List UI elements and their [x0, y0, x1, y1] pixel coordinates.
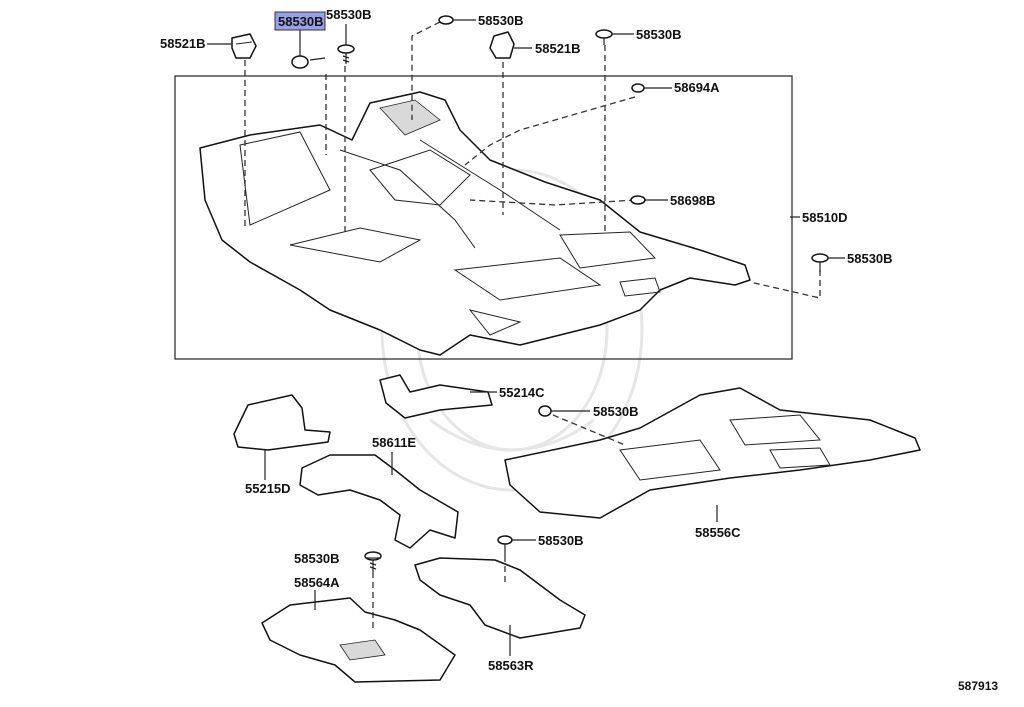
screw-58530B-center	[538, 405, 552, 417]
label-58510D: 58510D	[802, 210, 848, 225]
label-58530B-bottom-left: 58530B	[294, 551, 340, 566]
label-58530B-top: 58530B	[326, 7, 372, 22]
label-55215D: 55215D	[245, 481, 291, 496]
label-58521B-mid: 58521B	[535, 41, 581, 56]
part-58563R	[414, 557, 586, 639]
label-58611E: 58611E	[372, 435, 416, 450]
screw-58530B-top	[337, 44, 355, 64]
part-labels: 58530B 58530B 58521B 58530B 58521B 58530…	[160, 7, 998, 693]
label-55214C: 55214C	[499, 385, 545, 400]
label-58530B-center: 58530B	[593, 404, 639, 419]
clip-58530B-highlight	[291, 55, 309, 69]
part-58564A	[261, 597, 456, 683]
floor-carpet-assembly	[199, 91, 751, 356]
screw-58530B-bottom-left	[364, 551, 382, 572]
label-58530B-right: 58530B	[847, 251, 893, 266]
part-58611E	[299, 454, 459, 549]
label-58563R: 58563R	[488, 658, 534, 673]
part-58556C	[504, 387, 921, 519]
main-leaders	[244, 21, 821, 299]
label-58530B-top-right: 58530B	[636, 27, 682, 42]
screw-58530B-top-mid	[438, 15, 454, 25]
label-58698B: 58698B	[670, 193, 716, 208]
clip-58521B-left	[231, 33, 257, 59]
clip-58521B-mid	[489, 31, 515, 59]
grommet-58694A	[631, 83, 645, 93]
label-58530B-highlight: 58530B	[278, 14, 324, 29]
label-58521B-left: 58521B	[160, 36, 206, 51]
part-55215D	[233, 394, 331, 451]
screw-58530B-top-right	[595, 29, 613, 45]
label-58556C: 58556C	[695, 525, 741, 540]
highlight-box	[274, 11, 326, 31]
screw-58530B-bottom-mid	[497, 535, 513, 556]
screw-58530B-right	[811, 253, 829, 272]
figure-id: 587913	[958, 679, 998, 693]
label-58530B-top-mid: 58530B	[478, 13, 524, 28]
part-55214C	[379, 374, 493, 419]
label-58530B-bottom-mid: 58530B	[538, 533, 584, 548]
label-58694A: 58694A	[674, 80, 720, 95]
label-58564A: 58564A	[294, 575, 340, 590]
grommet-58698B	[630, 195, 646, 205]
label-leaders	[207, 19, 845, 656]
lower-parts	[233, 374, 921, 683]
